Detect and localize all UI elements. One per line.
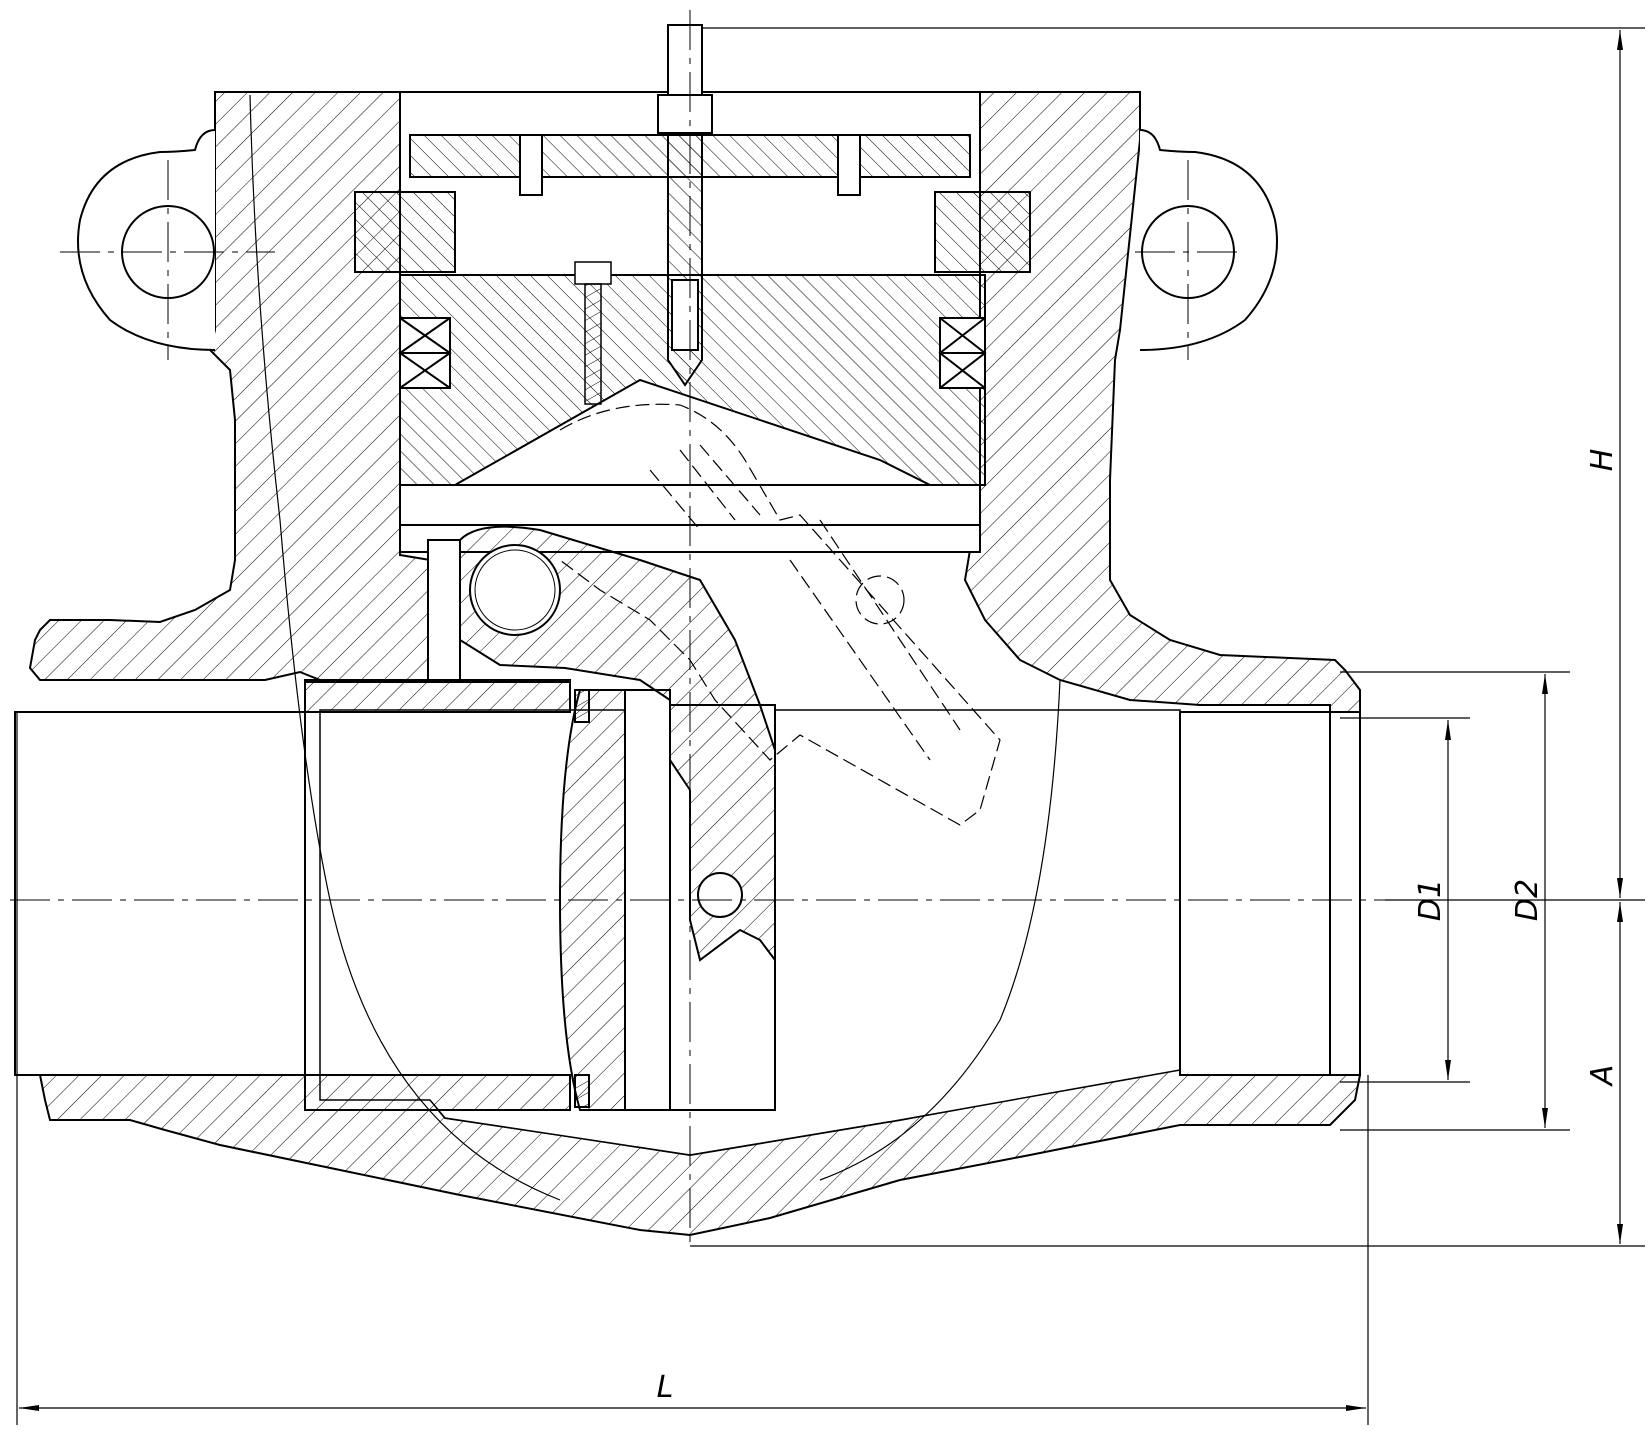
hinge-bracket bbox=[427, 539, 461, 681]
disc-gasket-top bbox=[574, 689, 590, 723]
cover-pin-right bbox=[837, 134, 861, 196]
label-A: A bbox=[1585, 1065, 1620, 1088]
disc-arm bbox=[459, 525, 776, 963]
label-D2: D2 bbox=[1510, 879, 1545, 921]
outlet-socket-step bbox=[1329, 711, 1361, 1076]
label-H: H bbox=[1585, 449, 1620, 472]
split-ring-right bbox=[934, 191, 1031, 273]
label-D1: D1 bbox=[1413, 879, 1448, 921]
stud-bolt bbox=[657, 24, 713, 387]
cavity-contour bbox=[249, 94, 1061, 1201]
split-ring-left bbox=[354, 191, 456, 273]
body-right-wall bbox=[963, 91, 1361, 713]
centerlines bbox=[10, 10, 1385, 1250]
arm-nut-hole bbox=[697, 872, 743, 918]
inlet-bore bbox=[14, 711, 321, 1076]
dimensions bbox=[16, 27, 1645, 1425]
disc-open-position bbox=[559, 403, 1001, 826]
seat-ring bbox=[304, 679, 571, 1111]
outlet-socket bbox=[1179, 711, 1331, 1076]
label-L: L bbox=[657, 1370, 674, 1405]
cover-pin-left bbox=[519, 134, 543, 196]
disc-gasket-bottom bbox=[574, 1074, 590, 1108]
small-screw bbox=[574, 261, 612, 405]
body-left-wall bbox=[28, 91, 431, 681]
